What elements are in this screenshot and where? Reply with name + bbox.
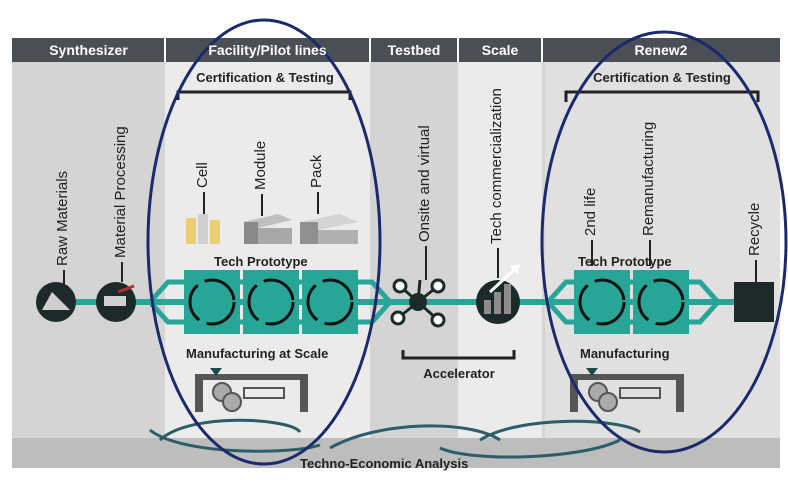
commercialization-icon [476, 264, 520, 324]
annotation-ellipse-left [146, 18, 382, 466]
recycle-label: Recycle [746, 202, 763, 256]
manufacturing-label: Manufacturing [580, 346, 670, 361]
pack-icon [300, 214, 358, 244]
remanufacturing-label: Remanufacturing [640, 121, 657, 236]
tech-prototype-right-label: Tech Prototype [578, 254, 672, 269]
module-icon [244, 214, 292, 244]
second-life-label: 2nd life [582, 187, 599, 236]
tea-arrows [149, 418, 641, 459]
network-icon [390, 278, 446, 328]
recycle-box [734, 282, 774, 322]
module-label: Module [252, 140, 269, 190]
raw-materials-label: Raw Materials [54, 170, 71, 266]
manufacturing-machine-right [570, 368, 684, 412]
header-scale: Scale [481, 42, 519, 58]
onsite-virtual-label: Onsite and virtual [416, 125, 433, 242]
manufacturing-machine-left [195, 368, 308, 412]
cell-label: Cell [194, 162, 211, 188]
right-cycles [574, 270, 689, 334]
tea-label: Techno-Economic Analysis [300, 456, 469, 471]
header-facility: Facility/Pilot lines [208, 42, 327, 58]
tech-commercialization-label: Tech commercialization [488, 88, 505, 244]
pack-label: Pack [308, 154, 325, 188]
raw-materials-icon [36, 282, 76, 322]
right-cert-label: Certification & Testing [593, 70, 731, 85]
renew-panel [545, 62, 780, 438]
header-bar [12, 38, 780, 62]
left-track [146, 279, 394, 325]
annotation-ellipse-right [540, 30, 788, 454]
scale-panel [458, 62, 542, 438]
accelerator-bracket [401, 350, 516, 360]
label-ticks [63, 192, 757, 284]
left-cycles [184, 270, 358, 334]
left-cert-label: Certification & Testing [196, 70, 334, 85]
header-renew2: Renew2 [634, 42, 688, 58]
manufacturing-scale-label: Manufacturing at Scale [186, 346, 329, 361]
header-testbed: Testbed [387, 42, 441, 58]
cell-icon [186, 214, 220, 244]
right-track [544, 279, 722, 325]
tea-bar [12, 438, 780, 468]
accelerator-label: Accelerator [423, 366, 495, 381]
material-processing-icon [96, 282, 136, 322]
tech-prototype-left-label: Tech Prototype [214, 254, 308, 269]
material-processing-label: Material Processing [112, 126, 129, 258]
header-synthesizer: Synthesizer [49, 42, 128, 58]
right-cert-bracket [564, 90, 760, 102]
